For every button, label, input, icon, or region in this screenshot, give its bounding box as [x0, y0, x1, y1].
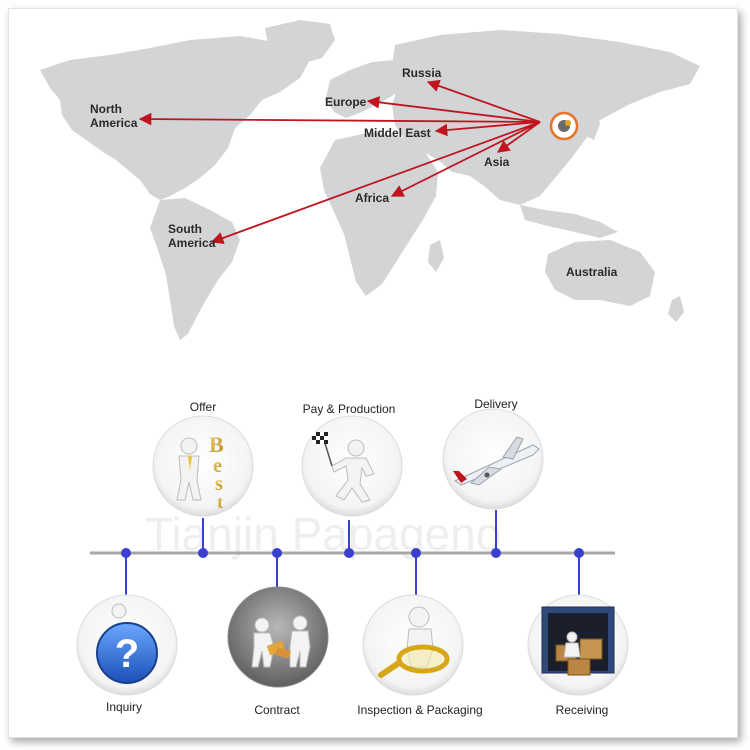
- step-label-inquiry: Inquiry: [106, 700, 142, 714]
- world-map: [40, 20, 700, 340]
- handshake-figures-icon: [251, 615, 311, 668]
- arrow-to-middle-east: [434, 121, 541, 137]
- north-america-landmass: [40, 36, 310, 200]
- receiving-illustration: [527, 594, 629, 696]
- export-arrows: [138, 79, 541, 245]
- connector-offer: [198, 518, 208, 558]
- timeline-connectors: [121, 510, 584, 597]
- step-label-receiving: Receiving: [556, 703, 609, 717]
- south-america-landmass: [150, 198, 240, 340]
- svg-text:B: B: [209, 432, 224, 457]
- connector-inspection: [411, 548, 421, 597]
- step-label-delivery: Delivery: [474, 397, 517, 411]
- arrow-to-north-america: [138, 112, 541, 126]
- best-text-figure-icon: B e s t: [176, 432, 224, 512]
- arrow-to-africa: [390, 121, 541, 197]
- australia-landmass: [545, 240, 655, 306]
- africa-landmass: [320, 132, 438, 296]
- asia-landmass: [392, 30, 700, 205]
- europe-landmass: [326, 60, 410, 118]
- magnifier-figure-icon: [378, 606, 450, 678]
- svg-text:t: t: [217, 492, 223, 512]
- inquiry-illustration: ?: [76, 594, 178, 696]
- japan-landmass: [586, 108, 600, 140]
- connector-pay-production: [344, 520, 354, 558]
- region-label-australia: Australia: [566, 265, 618, 279]
- madagascar-landmass: [428, 240, 444, 272]
- connector-delivery: [491, 510, 501, 558]
- southeast-asia-islands: [520, 205, 618, 238]
- region-label-middle-east: Middel East: [364, 126, 431, 140]
- region-label-europe: Europe: [325, 95, 367, 109]
- step-label-pay-production: Pay & Production: [303, 402, 396, 416]
- question-mark-icon: ?: [96, 603, 158, 684]
- checkered-flag-runner-icon: [312, 432, 375, 503]
- svg-text:s: s: [215, 473, 223, 495]
- arrow-to-asia: [496, 121, 541, 153]
- region-label-africa: Africa: [355, 191, 389, 205]
- region-label-asia: Asia: [484, 155, 510, 169]
- greenland-landmass: [265, 20, 335, 64]
- connector-receiving: [574, 548, 584, 597]
- step-label-offer: Offer: [190, 400, 216, 414]
- step-label-contract: Contract: [254, 703, 300, 717]
- airplane-icon: [453, 436, 540, 486]
- connector-inquiry: [121, 548, 131, 597]
- arrow-to-south-america: [210, 121, 541, 245]
- contract-illustration: [227, 586, 329, 688]
- inspection-illustration: [362, 594, 464, 696]
- origin-marker: [549, 111, 579, 141]
- arrow-to-russia: [426, 79, 541, 123]
- region-label-russia: Russia: [402, 66, 442, 80]
- container-boxes-icon: [541, 606, 615, 676]
- arrow-to-europe: [366, 96, 541, 123]
- connector-contract: [272, 548, 282, 590]
- pay-production-illustration: [301, 415, 403, 517]
- svg-text:e: e: [213, 455, 222, 477]
- step-label-inspection: Inspection & Packaging: [357, 703, 482, 717]
- offer-illustration: B e s t: [152, 415, 254, 517]
- delivery-illustration: [442, 408, 544, 510]
- new-zealand-landmass: [668, 296, 684, 322]
- svg-text:?: ?: [115, 632, 139, 676]
